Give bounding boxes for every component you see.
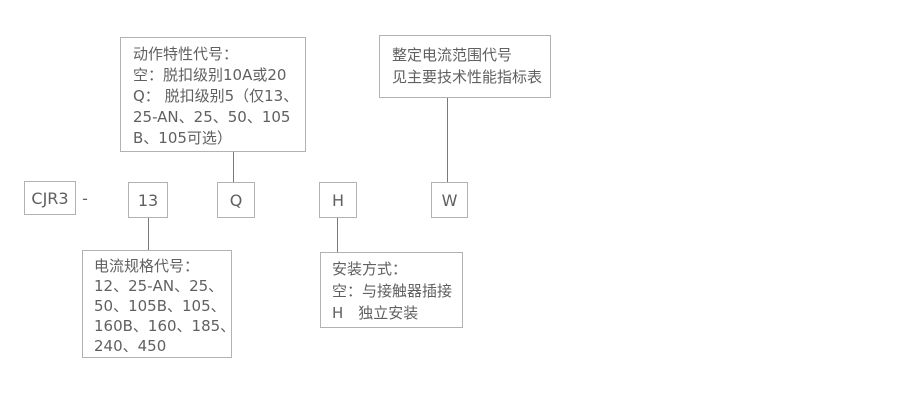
callout-line: Q： 脱扣级别5（仅13、 [133,87,299,105]
connector-range-to-w [447,98,448,182]
callout-line: B、105可选） [133,129,232,147]
callout-line: 见主要技术性能指标表 [392,68,543,86]
callout-line: H 独立安装 [332,304,419,322]
callout-line: 160B、160、185、 [94,317,236,335]
connector-h-to-mounting [337,218,338,252]
current-spec-callout: 电流规格代号： 12、25-AN、25、 50、105B、105、 160B、1… [82,250,236,358]
separator-dash: - [82,188,88,208]
model-code-box: CJR3 [24,181,76,215]
mounting-callout: 安装方式： 空：与接触器插接 H 独立安装 [320,252,463,328]
connector-action-to-q [233,152,234,182]
current-spec-code-box: 13 [128,182,168,218]
callout-line: 空：脱扣级别10A或20 [133,66,287,84]
action-characteristic-callout: 动作特性代号： 空：脱扣级别10A或20 Q： 脱扣级别5（仅13、 25-AN… [120,37,306,152]
current-range-code-box: W [431,182,468,218]
callout-line: 12、25-AN、25、 [94,277,224,295]
current-range-callout: 整定电流范围代号 见主要技术性能指标表 [379,35,551,98]
mounting-code-box: H [319,182,357,218]
callout-line: 25-AN、25、50、105 [133,108,291,126]
callout-line: 安装方式： [332,260,408,278]
callout-line: 空：与接触器插接 [332,282,453,300]
callout-line: 整定电流范围代号 [392,46,513,64]
callout-line: 240、450 [94,337,167,355]
callout-line: 电流规格代号： [94,257,200,275]
callout-line: 50、105B、105、 [94,297,226,315]
action-characteristic-code-box: Q [217,182,255,218]
callout-line: 动作特性代号： [133,45,239,63]
connector-13-to-current-spec [148,218,149,250]
